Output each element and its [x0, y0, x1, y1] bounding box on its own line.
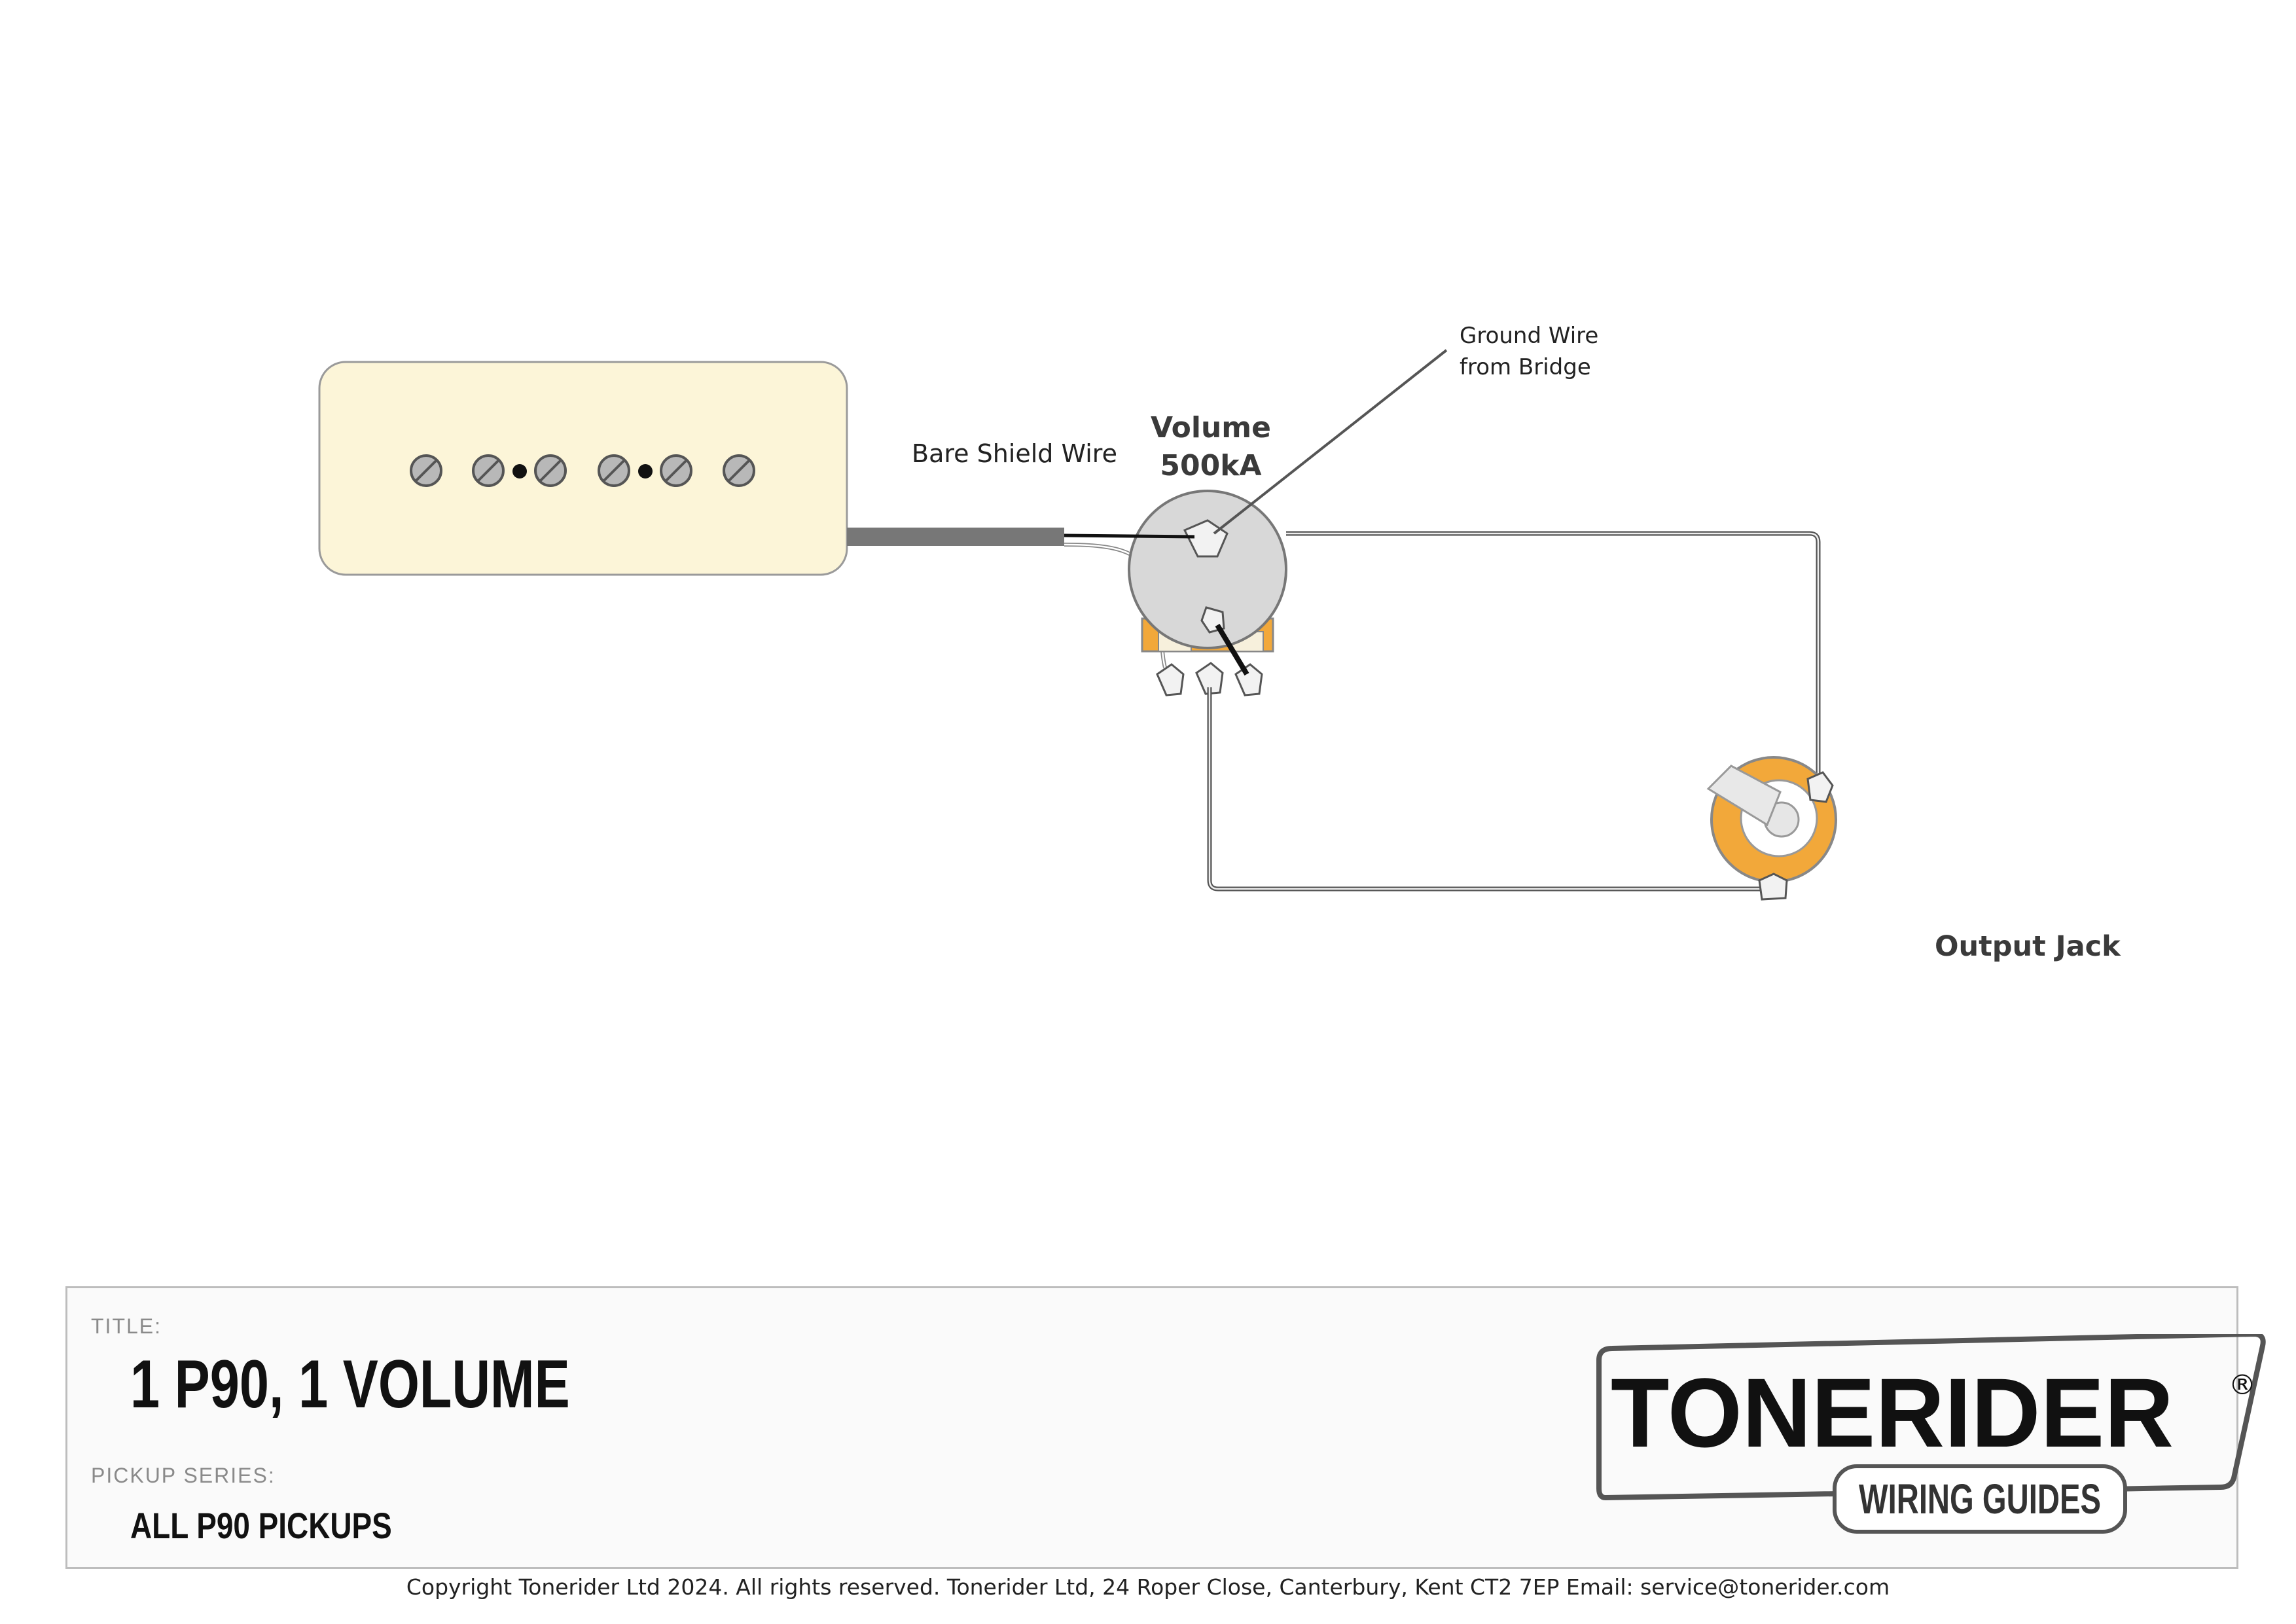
volume-label: Volume	[1151, 411, 1271, 444]
jack-tip-lug	[1806, 771, 1834, 803]
ground-wire-label-line2: from Bridge	[1460, 354, 1591, 380]
output-jack-label: Output Jack	[1935, 930, 2121, 963]
title-block: TITLE: 1 P90, 1 VOLUME PICKUP SERIES: AL…	[65, 1286, 2266, 1569]
pole-screw	[534, 454, 567, 487]
pot-lug-1	[1156, 663, 1185, 696]
pole-screw	[472, 454, 505, 487]
pole-screw	[598, 454, 630, 487]
output-jack	[1706, 756, 1837, 901]
pot-lugs	[1156, 662, 1263, 696]
pot-lug-3	[1234, 663, 1263, 696]
pole-screw	[660, 454, 692, 487]
pole-piece-screws	[410, 454, 755, 487]
wire-pot-to-jack-sleeve	[1207, 687, 1770, 892]
tonerider-logo: TONERIDER ® WIRING GUIDES	[1596, 1334, 2266, 1534]
diagram-title: 1 P90, 1 VOLUME	[130, 1346, 570, 1422]
pickup-cable	[847, 528, 1064, 546]
pickup-series-value: ALL P90 PICKUPS	[130, 1505, 392, 1546]
jack-sleeve-lug	[1758, 873, 1788, 901]
bare-shield-wire-label: Bare Shield Wire	[912, 439, 1117, 468]
logo-frame	[1596, 1334, 2266, 1501]
pot-jumper-wire	[1215, 623, 1249, 676]
wire-pot-to-jack-tip	[1286, 531, 1821, 789]
logo-registered-mark: ®	[2229, 1369, 2256, 1401]
pot-ground-tab	[1183, 519, 1229, 558]
pickup-cover	[318, 361, 848, 576]
jack-tip-spring	[1706, 765, 1782, 827]
pole-dot	[638, 464, 653, 478]
volume-pot	[1128, 490, 1287, 696]
ground-wire-label-line1: Ground Wire	[1460, 323, 1598, 349]
hot-wire-to-pot	[1064, 533, 1195, 539]
pickup-series-caption: PICKUP SERIES:	[91, 1464, 276, 1487]
p90-pickup	[318, 361, 848, 576]
pot-body	[1128, 490, 1287, 649]
logo-subtitle-badge	[1833, 1464, 2127, 1534]
copyright-footer: Copyright Tonerider Ltd 2024. All rights…	[406, 1574, 1890, 1600]
bridge-ground-wire	[1213, 349, 1448, 535]
pot-lug-2	[1195, 662, 1224, 695]
logo-subtitle-text: WIRING GUIDES	[1859, 1475, 2101, 1523]
logo-brand-text: TONERIDER	[1611, 1358, 2174, 1468]
volume-value-label: 500kA	[1160, 449, 1261, 482]
wiring-diagram: Bare Shield Wire Volume 500kA Ground Wir…	[318, 323, 2121, 963]
title-caption: TITLE:	[91, 1314, 162, 1338]
pole-screw	[723, 454, 755, 487]
pole-screw	[410, 454, 442, 487]
pole-dot	[512, 464, 527, 478]
